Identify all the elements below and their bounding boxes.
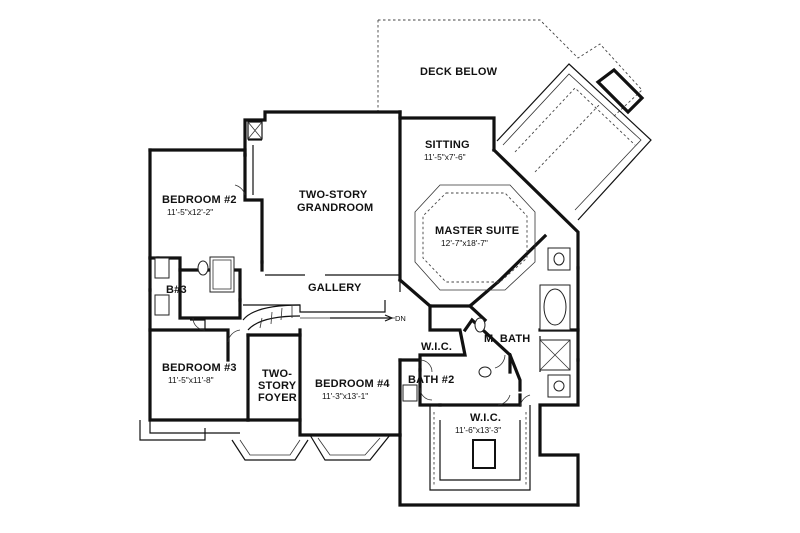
- bedroom3-dims: 11'-5"x11'-8": [168, 375, 214, 385]
- master-tray-ceiling: [414, 184, 536, 291]
- wic-small-label: W.I.C.: [421, 341, 452, 353]
- master-suite-dims: 12'-7"x18'-7": [441, 238, 488, 248]
- front-bays: [139, 420, 391, 461]
- stair-down-label: DN: [395, 314, 406, 323]
- bath3-label: B#3: [166, 284, 187, 296]
- sitting-dims: 11'-5"x7'-6": [424, 152, 466, 162]
- bedroom4-dims: 11'-3"x13'-1": [322, 391, 368, 401]
- wic-large-dims: 11'-6"x13'-3": [455, 425, 501, 435]
- grandroom-label-1: TWO-STORY: [299, 189, 368, 201]
- bath-fixtures: [154, 247, 571, 402]
- bedroom3-label: BEDROOM #3: [162, 362, 237, 374]
- deck-below-outline: [377, 19, 643, 119]
- wic-large-label: W.I.C.: [470, 412, 501, 424]
- angled-bay: [496, 63, 652, 221]
- exterior-walls: [148, 110, 580, 507]
- bath2-label: BATH #2: [408, 374, 454, 386]
- interior-walls: [148, 110, 580, 491]
- foyer-label-2: STORY: [258, 380, 297, 392]
- grandroom-label-2: GRANDROOM: [297, 202, 373, 214]
- bedroom2-label: BEDROOM #2: [162, 194, 237, 206]
- sitting-label: SITTING: [425, 139, 470, 151]
- deck-below-label: DECK BELOW: [420, 66, 498, 78]
- room-labels: DECK BELOW SITTING 11'-5"x7'-6" TWO-STOR…: [162, 66, 530, 435]
- staircase: [242, 304, 395, 331]
- bedroom4-label: BEDROOM #4: [315, 378, 390, 390]
- master-suite-label: MASTER SUITE: [435, 225, 519, 237]
- doors: [192, 184, 531, 408]
- foyer-label-3: FOYER: [258, 392, 297, 404]
- gallery-label: GALLERY: [308, 282, 362, 294]
- foyer-label-1: TWO-: [262, 368, 292, 380]
- bedroom2-dims: 11'-5"x12'-2": [167, 207, 213, 217]
- mbath-label: M. BATH: [484, 333, 530, 345]
